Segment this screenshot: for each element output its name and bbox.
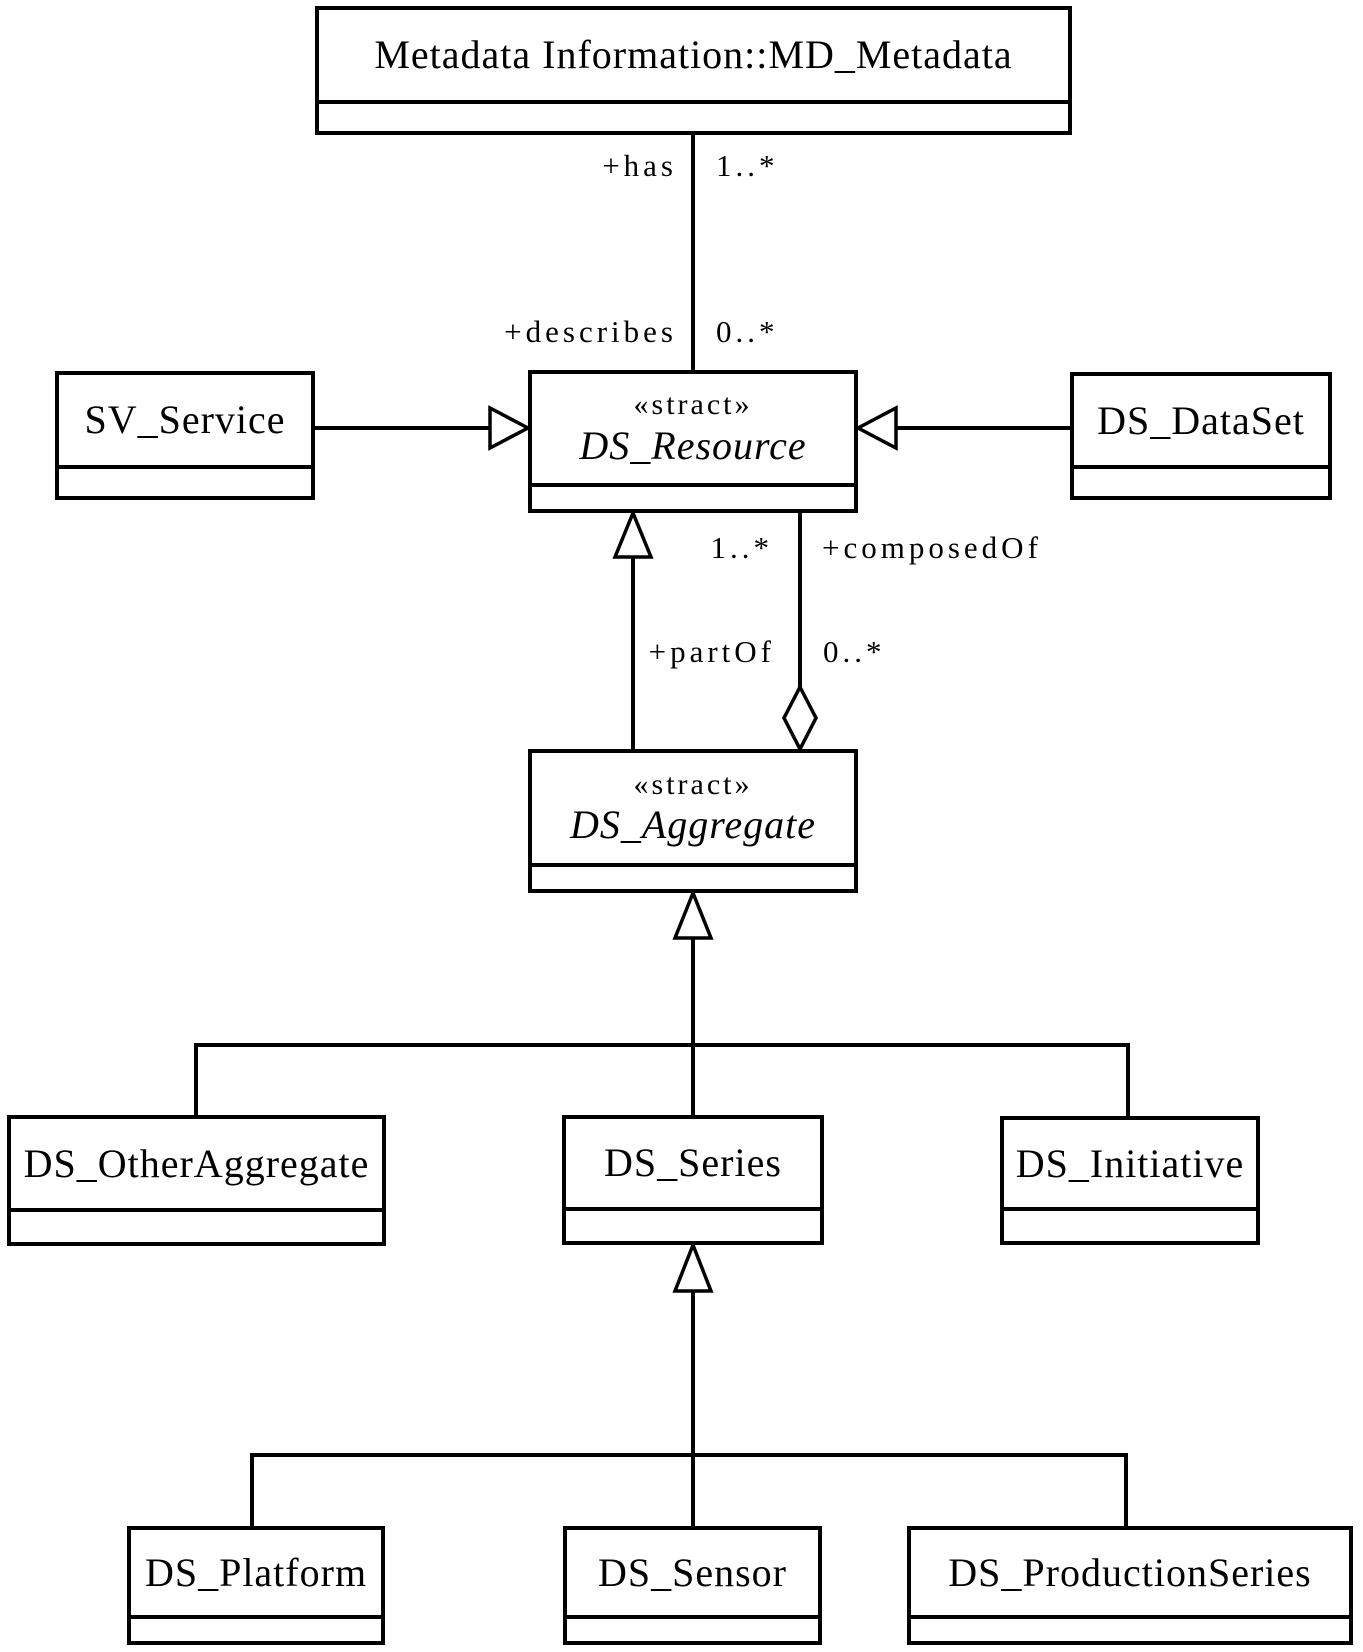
class-name-compartment: «stract» DS_Aggregate bbox=[532, 753, 854, 867]
generalization-arrowhead-icon bbox=[672, 1240, 714, 1293]
attributes-compartment bbox=[59, 469, 311, 496]
attributes-compartment bbox=[1074, 469, 1328, 496]
attributes-compartment bbox=[1004, 1211, 1256, 1241]
association-multiplicity-describes: 0..* bbox=[716, 314, 779, 349]
class-name: DS_DataSet bbox=[1097, 397, 1305, 443]
stereotype-label: «stract» bbox=[633, 767, 753, 801]
class-name-compartment: DS_ProductionSeries bbox=[911, 1530, 1349, 1619]
association-role-has: +has bbox=[602, 148, 677, 183]
association-multiplicity-composedof: 1..* bbox=[710, 530, 773, 565]
class-box-ds-platform: DS_Platform bbox=[127, 1526, 385, 1645]
class-name: DS_ProductionSeries bbox=[948, 1549, 1312, 1595]
class-name: Metadata Information::MD_Metadata bbox=[374, 32, 1013, 77]
attributes-compartment bbox=[131, 1619, 381, 1641]
class-box-md-metadata: Metadata Information::MD_Metadata bbox=[315, 6, 1072, 135]
class-name-compartment: DS_OtherAggregate bbox=[11, 1119, 382, 1212]
class-box-ds-productionseries: DS_ProductionSeries bbox=[907, 1526, 1353, 1645]
class-box-ds-sensor: DS_Sensor bbox=[563, 1526, 822, 1645]
class-name: DS_Sensor bbox=[597, 1549, 788, 1595]
class-name: DS_Initiative bbox=[1015, 1140, 1245, 1186]
class-name-compartment: DS_Series bbox=[566, 1119, 820, 1211]
association-multiplicity-partof: 0..* bbox=[823, 634, 886, 669]
class-name-compartment: «stract» DS_Resource bbox=[532, 374, 854, 487]
association-multiplicity-has: 1..* bbox=[716, 148, 779, 183]
association-role-describes: +describes bbox=[504, 314, 677, 349]
class-name-compartment: DS_DataSet bbox=[1074, 376, 1328, 469]
class-name: DS_OtherAggregate bbox=[23, 1140, 370, 1186]
attributes-compartment bbox=[532, 487, 854, 509]
attributes-compartment bbox=[319, 104, 1068, 131]
class-name-compartment: Metadata Information::MD_Metadata bbox=[319, 10, 1068, 104]
attributes-compartment bbox=[532, 867, 854, 889]
class-name-compartment: DS_Platform bbox=[131, 1530, 381, 1619]
generalization-arrowhead-icon bbox=[854, 405, 898, 451]
attributes-compartment bbox=[566, 1211, 820, 1241]
class-name: DS_Aggregate bbox=[569, 802, 817, 848]
class-name-compartment: SV_Service bbox=[59, 375, 311, 469]
stereotype-label: «stract» bbox=[633, 388, 753, 422]
aggregation-diamond-icon bbox=[782, 683, 818, 753]
attributes-compartment bbox=[11, 1212, 382, 1242]
class-name-compartment: DS_Initiative bbox=[1004, 1120, 1256, 1211]
class-box-ds-aggregate: «stract» DS_Aggregate bbox=[528, 749, 858, 893]
class-name: DS_Resource bbox=[579, 422, 807, 468]
class-box-sv-service: SV_Service bbox=[55, 371, 315, 500]
association-role-composedof: +composedOf bbox=[822, 530, 1042, 565]
generalization-arrowhead-icon bbox=[488, 405, 532, 451]
class-box-ds-series: DS_Series bbox=[562, 1115, 824, 1245]
class-name: SV_Service bbox=[84, 397, 286, 442]
attributes-compartment bbox=[911, 1619, 1349, 1641]
class-box-ds-otheraggregate: DS_OtherAggregate bbox=[7, 1115, 386, 1246]
class-box-ds-initiative: DS_Initiative bbox=[1000, 1116, 1260, 1245]
class-name-compartment: DS_Sensor bbox=[567, 1530, 818, 1619]
generalization-arrowhead-icon bbox=[672, 888, 714, 940]
class-name: DS_Series bbox=[604, 1140, 782, 1185]
class-box-ds-resource: «stract» DS_Resource bbox=[528, 370, 858, 513]
attributes-compartment bbox=[567, 1619, 818, 1641]
class-name: DS_Platform bbox=[144, 1549, 368, 1595]
class-box-ds-dataset: DS_DataSet bbox=[1070, 372, 1332, 500]
association-role-partof: +partOf bbox=[648, 634, 775, 669]
generalization-arrowhead-icon bbox=[612, 508, 654, 559]
